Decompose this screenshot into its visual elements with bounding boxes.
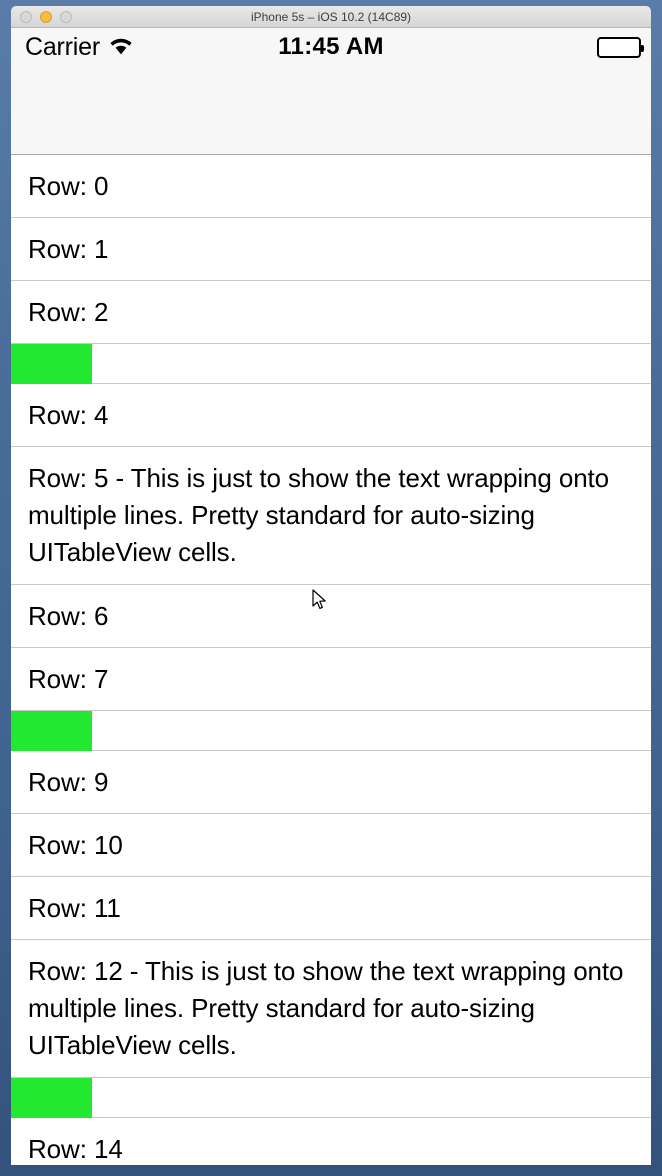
table-row[interactable]: Row: 12 - This is just to show the text … bbox=[11, 940, 651, 1078]
navigation-bar bbox=[11, 66, 651, 155]
table-row[interactable]: Row: 14 bbox=[11, 1118, 651, 1165]
table-row-label: Row: 4 bbox=[28, 399, 109, 430]
table-row[interactable]: Row: 2 bbox=[11, 281, 651, 344]
minimize-button[interactable] bbox=[40, 11, 52, 23]
table-row-label: Row: 2 bbox=[28, 296, 109, 327]
battery-icon bbox=[597, 36, 644, 58]
window-controls bbox=[20, 11, 72, 23]
window-titlebar: iPhone 5s – iOS 10.2 (14C89) bbox=[11, 6, 651, 28]
table-row-label: Row: 9 bbox=[28, 766, 109, 797]
table-row[interactable] bbox=[11, 1078, 651, 1118]
ios-status-bar: Carrier 11:45 AM bbox=[11, 28, 651, 66]
window-title: iPhone 5s – iOS 10.2 (14C89) bbox=[250, 10, 412, 24]
table-row[interactable]: Row: 10 bbox=[11, 814, 651, 877]
green-block bbox=[11, 1078, 92, 1118]
table-row[interactable]: Row: 11 bbox=[11, 877, 651, 940]
table-row-label: Row: 7 bbox=[28, 663, 109, 694]
table-row[interactable] bbox=[11, 344, 651, 384]
table-row[interactable]: Row: 7 bbox=[11, 648, 651, 711]
table-row-label: Row: 1 bbox=[28, 233, 109, 264]
table-row-label: Row: 0 bbox=[28, 170, 109, 201]
status-bar-center: 11:45 AM bbox=[11, 28, 651, 66]
wifi-icon bbox=[108, 36, 134, 61]
table-row-label: Row: 14 bbox=[28, 1133, 123, 1164]
device-screen: Carrier 11:45 AM bbox=[11, 28, 651, 1165]
table-row-label: Row: 11 bbox=[28, 892, 121, 923]
table-row-label: Row: 6 bbox=[28, 600, 109, 631]
clock-label: 11:45 AM bbox=[278, 33, 384, 60]
zoom-button[interactable] bbox=[60, 11, 72, 23]
table-row-label: Row: 10 bbox=[28, 829, 123, 860]
table-row-label: Row: 12 - This is just to show the text … bbox=[28, 956, 624, 1060]
status-bar-right bbox=[597, 28, 644, 66]
table-row[interactable]: Row: 9 bbox=[11, 751, 651, 814]
table-row[interactable]: Row: 6 bbox=[11, 585, 651, 648]
battery-cap bbox=[641, 44, 644, 52]
status-bar-left: Carrier bbox=[25, 28, 134, 66]
carrier-label: Carrier bbox=[25, 32, 100, 61]
green-block bbox=[11, 711, 92, 751]
table-row[interactable]: Row: 1 bbox=[11, 218, 651, 281]
close-button[interactable] bbox=[20, 11, 32, 23]
table-row[interactable]: Row: 4 bbox=[11, 384, 651, 447]
green-block bbox=[11, 344, 92, 384]
table-row[interactable]: Row: 5 - This is just to show the text w… bbox=[11, 447, 651, 585]
table-row[interactable] bbox=[11, 711, 651, 751]
table-row-label: Row: 5 - This is just to show the text w… bbox=[28, 463, 610, 567]
table-row[interactable]: Row: 0 bbox=[11, 155, 651, 218]
table-view[interactable]: Row: 0 Row: 1 Row: 2 Row: 4 Row: 5 - This is… bbox=[11, 155, 651, 1165]
